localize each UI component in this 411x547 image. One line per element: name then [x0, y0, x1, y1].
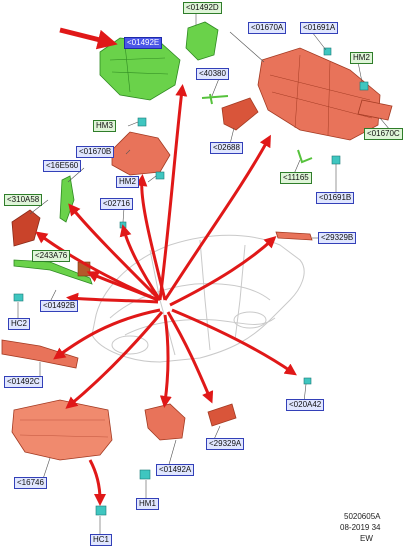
date-code: 08-2019 34 [340, 523, 381, 532]
part-29329A-red-block [207, 403, 237, 427]
callout-hm1[interactable]: HM1 [136, 498, 159, 510]
callout-01670c[interactable]: <01670C [364, 128, 403, 140]
clip-01691b [331, 155, 341, 165]
callout-01492b[interactable]: <01492B [40, 300, 79, 312]
clip-020a42 [303, 377, 312, 385]
callout-16746[interactable]: <16746 [14, 477, 47, 489]
part-310A58-red-block [11, 209, 41, 247]
callout-310a58[interactable]: <310A58 [4, 194, 43, 206]
callout-hc1[interactable]: HC1 [90, 534, 113, 546]
callout-243a76[interactable]: <243A76 [32, 250, 71, 262]
part-01492A-red-bracket [144, 403, 186, 441]
clip-hm3 [137, 117, 147, 127]
figure-code: 5020605A [344, 512, 381, 521]
callout-hc2[interactable]: HC2 [8, 318, 31, 330]
part-40380-green-clip [201, 93, 229, 105]
callout-01691a[interactable]: <01691A [300, 22, 339, 34]
callout-11165[interactable]: <11165 [280, 172, 312, 184]
part-11165-green-wire [297, 149, 313, 164]
callout-hm2-mid[interactable]: HM2 [116, 176, 139, 188]
callout-01492a[interactable]: <01492A [156, 464, 195, 476]
callout-01492d[interactable]: <01492D [183, 2, 222, 14]
part-01492E-green-bracket [99, 37, 181, 101]
callout-02688[interactable]: <02688 [210, 142, 243, 154]
clip-hc1 [95, 505, 107, 516]
clip-hm1 [139, 469, 151, 480]
callout-hm2-top[interactable]: HM2 [350, 52, 373, 64]
author-code: EW [360, 534, 373, 543]
callout-02716[interactable]: <02716 [100, 198, 133, 210]
part-01670B-red-pad [111, 131, 171, 176]
clip-hm2-lower [155, 171, 165, 180]
part-02688-red-piece [221, 97, 259, 131]
part-01492C-red-beam [1, 339, 79, 369]
callout-29329a[interactable]: <29329A [206, 438, 245, 450]
clip-02716 [119, 221, 127, 229]
callout-01492c[interactable]: <01492C [4, 376, 43, 388]
callout-16e560[interactable]: <16E560 [43, 160, 82, 172]
callout-40380[interactable]: <40380 [196, 68, 229, 80]
vehicle-body-outline [91, 234, 305, 363]
part-01492D-green-plate [185, 21, 219, 61]
clip-hc2 [13, 293, 24, 302]
callout-01492e-selected[interactable]: <01492E [124, 37, 163, 49]
callout-020a42[interactable]: <020A42 [286, 399, 325, 411]
clip-01691a [323, 47, 332, 56]
part-16E560-green-bar [59, 175, 75, 223]
part-16746-red-underbody [11, 399, 113, 461]
callout-01670a[interactable]: <01670A [248, 22, 287, 34]
callout-29329b[interactable]: <29329B [318, 232, 357, 244]
callout-01670b[interactable]: <01670B [76, 146, 115, 158]
callout-01691b[interactable]: <01691B [316, 192, 355, 204]
clip-hm2-upper [359, 81, 369, 91]
callout-hm3[interactable]: HM3 [93, 120, 116, 132]
explode-arrows [35, 27, 297, 506]
part-243A76-green-rail [13, 259, 93, 285]
clip-parts [13, 47, 369, 516]
part-01670C-red-strip [357, 99, 393, 121]
part-29329B-red-strip [275, 231, 313, 241]
